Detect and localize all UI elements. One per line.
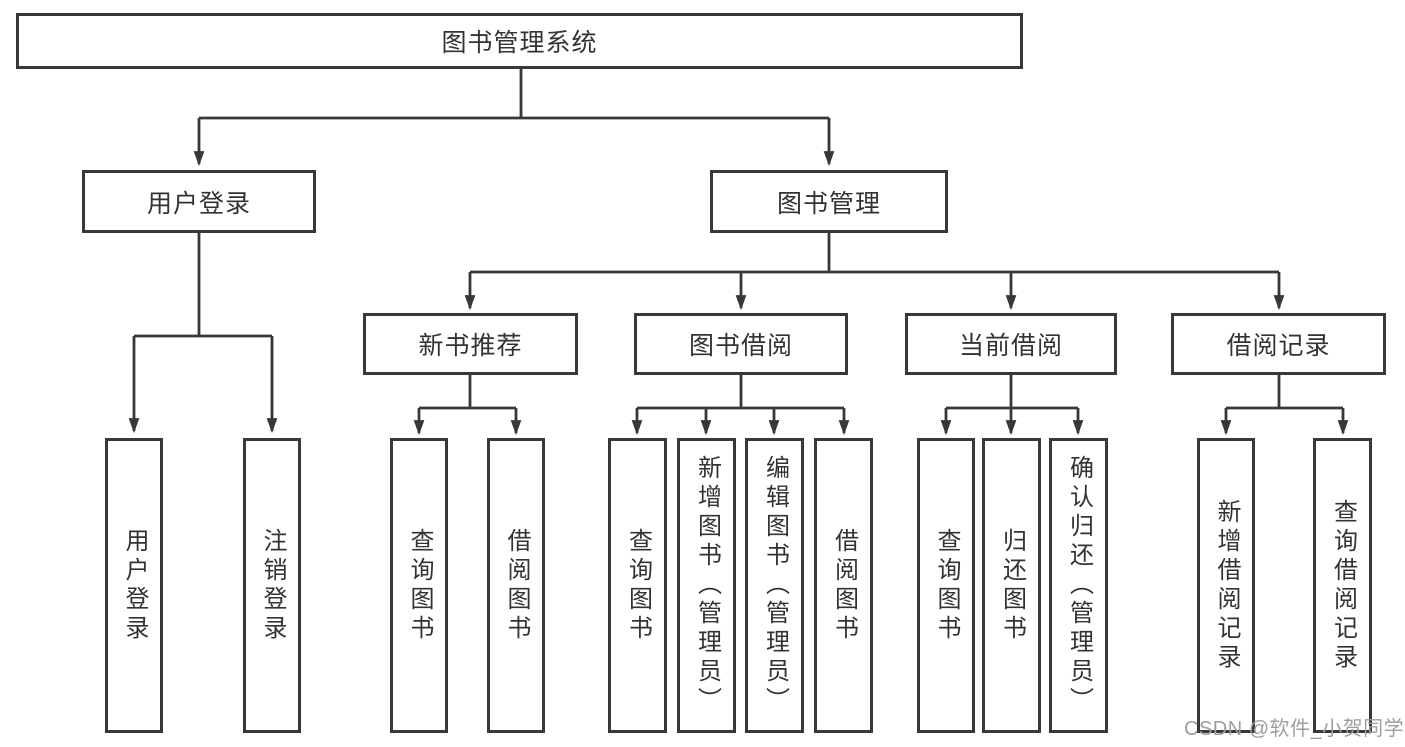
node-new-book-recommendation: 新书推荐 [363, 313, 578, 375]
leaf-br-add-record: 新增借阅记录 [1197, 438, 1255, 733]
leaf-bb-add-books-admin: 新增图书（管理员） [677, 438, 736, 733]
leaf-rec-query-books: 查询图书 [390, 438, 448, 733]
leaf-cb-confirm-return-admin-label: 确认归还（管理员） [1065, 455, 1093, 716]
node-library-management-system: 图书管理系统 [16, 13, 1023, 69]
node-current-borrowing: 当前借阅 [905, 313, 1117, 375]
node-book-borrowing-label: 图书借阅 [688, 332, 793, 360]
leaf-br-add-record-label: 新增借阅记录 [1213, 498, 1240, 673]
connector-user-login-branch [128, 233, 278, 434]
node-library-management-system-label: 图书管理系统 [441, 29, 598, 57]
leaf-bb-add-books-admin-label: 新增图书（管理员） [693, 455, 721, 716]
leaf-cb-return-books: 归还图书 [982, 438, 1041, 733]
node-user-login: 用户登录 [82, 170, 316, 233]
connector-current-branch [940, 375, 1084, 436]
leaf-br-query-record-label: 查询借阅记录 [1329, 498, 1357, 673]
node-borrowing-records: 借阅记录 [1171, 313, 1386, 375]
node-borrowing-records-label: 借阅记录 [1226, 332, 1331, 360]
connector-borrow-branch [631, 375, 850, 436]
leaf-bb-query-books: 查询图书 [608, 438, 667, 733]
connector-new-rec-branch [413, 375, 522, 436]
leaf-rec-query-books-label: 查询图书 [406, 527, 433, 644]
leaf-br-query-record: 查询借阅记录 [1313, 438, 1372, 733]
leaf-bb-borrow-books: 借阅图书 [814, 438, 873, 733]
leaf-user-login-label: 用户登录 [121, 527, 148, 644]
node-book-borrowing: 图书借阅 [634, 313, 848, 375]
connector-root-to-level2 [193, 69, 835, 167]
node-new-book-recommendation-label: 新书推荐 [418, 332, 523, 360]
leaf-cb-query-books-label: 查询图书 [933, 527, 960, 644]
leaf-cb-confirm-return-admin: 确认归还（管理员） [1049, 438, 1108, 733]
leaf-bb-edit-books-admin-label: 编辑图书（管理员） [761, 455, 789, 716]
node-user-login-label: 用户登录 [146, 189, 251, 218]
leaf-rec-borrow-books: 借阅图书 [487, 438, 545, 733]
csdn-watermark: CSDN @软件_小贺同学 [1184, 718, 1405, 740]
leaf-bb-edit-books-admin: 编辑图书（管理员） [745, 438, 804, 733]
node-book-management: 图书管理 [710, 170, 948, 233]
leaf-user-login: 用户登录 [105, 438, 163, 733]
leaf-cb-query-books: 查询图书 [917, 438, 975, 733]
leaf-rec-borrow-books-label: 借阅图书 [503, 527, 530, 644]
connector-book-mgmt-to-level3 [464, 233, 1285, 311]
leaf-cb-return-books-label: 归还图书 [998, 527, 1026, 644]
node-current-borrowing-label: 当前借阅 [958, 332, 1063, 360]
leaf-logout-label: 注销登录 [259, 527, 286, 644]
leaf-logout: 注销登录 [243, 438, 301, 733]
node-book-management-label: 图书管理 [776, 189, 881, 218]
leaf-bb-borrow-books-label: 借阅图书 [830, 527, 858, 644]
leaf-bb-query-books-label: 查询图书 [624, 527, 652, 644]
connector-records-branch [1220, 375, 1349, 436]
